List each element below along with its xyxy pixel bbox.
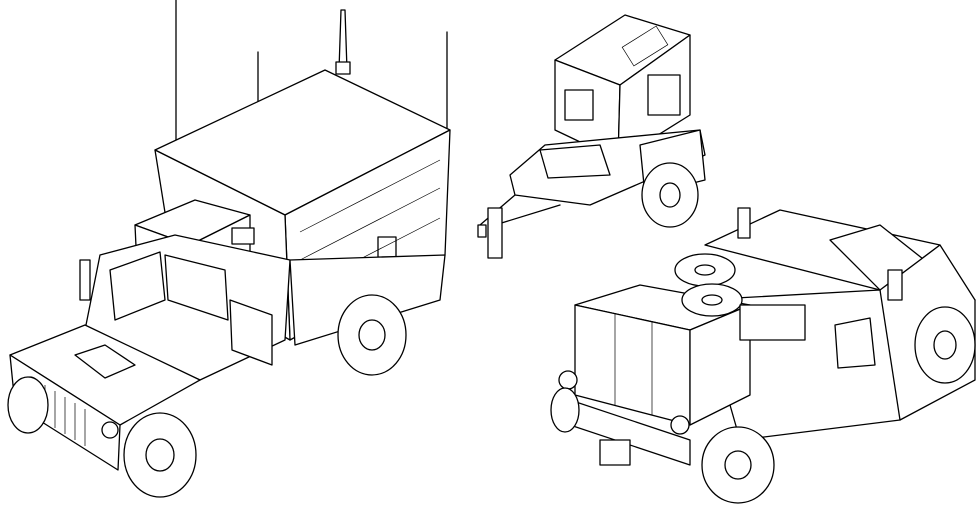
shelter-truck bbox=[7, 0, 451, 498]
generator-top-vent bbox=[621, 25, 669, 67]
snorkel-intake bbox=[79, 259, 91, 301]
generator-access-panel bbox=[647, 74, 681, 116]
snorkel-intake-rear-truck bbox=[887, 269, 903, 301]
trailer-step bbox=[539, 144, 611, 179]
rear-wheel-left bbox=[550, 387, 580, 433]
equipment-case bbox=[739, 304, 806, 341]
equipment-connector bbox=[231, 227, 255, 245]
antenna-base bbox=[335, 61, 351, 75]
antenna-top-mast bbox=[338, 9, 348, 71]
side-window bbox=[834, 317, 876, 369]
door-window bbox=[229, 299, 273, 366]
cargo-box-dividers bbox=[614, 313, 653, 415]
cable-reel-top-hub bbox=[694, 264, 716, 276]
truck-body bbox=[9, 234, 446, 471]
rear-hub-right bbox=[724, 450, 752, 480]
front-hub-right bbox=[145, 438, 175, 472]
trailer-coupler bbox=[477, 224, 487, 238]
front-hub-cargo bbox=[933, 330, 957, 360]
rear-cargo-box bbox=[574, 284, 751, 426]
tow-pintle bbox=[599, 439, 631, 466]
generator-trailer bbox=[477, 14, 706, 259]
hood-vent bbox=[74, 344, 136, 379]
trailer-jack-stand bbox=[487, 207, 503, 259]
generator-control-panel bbox=[564, 89, 594, 121]
front-wheel-left bbox=[7, 376, 49, 434]
cable-reel-bottom-hub bbox=[701, 294, 723, 306]
headlight-right bbox=[101, 421, 119, 439]
tail-light-left bbox=[558, 370, 578, 390]
windshield-right bbox=[164, 254, 229, 321]
shelter-truck-wheels bbox=[7, 294, 407, 498]
cargo-truck bbox=[550, 207, 976, 504]
rear-bumper-assembly bbox=[554, 370, 691, 466]
windshield-left bbox=[109, 251, 166, 321]
trailer-wheel-group bbox=[641, 162, 699, 228]
cargo-truck-body bbox=[699, 207, 976, 441]
rear-hub bbox=[358, 319, 386, 351]
rear-post bbox=[737, 207, 751, 239]
trailer-hub bbox=[659, 182, 681, 208]
tail-light-right bbox=[670, 415, 690, 435]
shelter-vent bbox=[377, 236, 397, 258]
cargo-truck-wheels bbox=[550, 306, 976, 504]
cable-reels bbox=[674, 253, 806, 341]
